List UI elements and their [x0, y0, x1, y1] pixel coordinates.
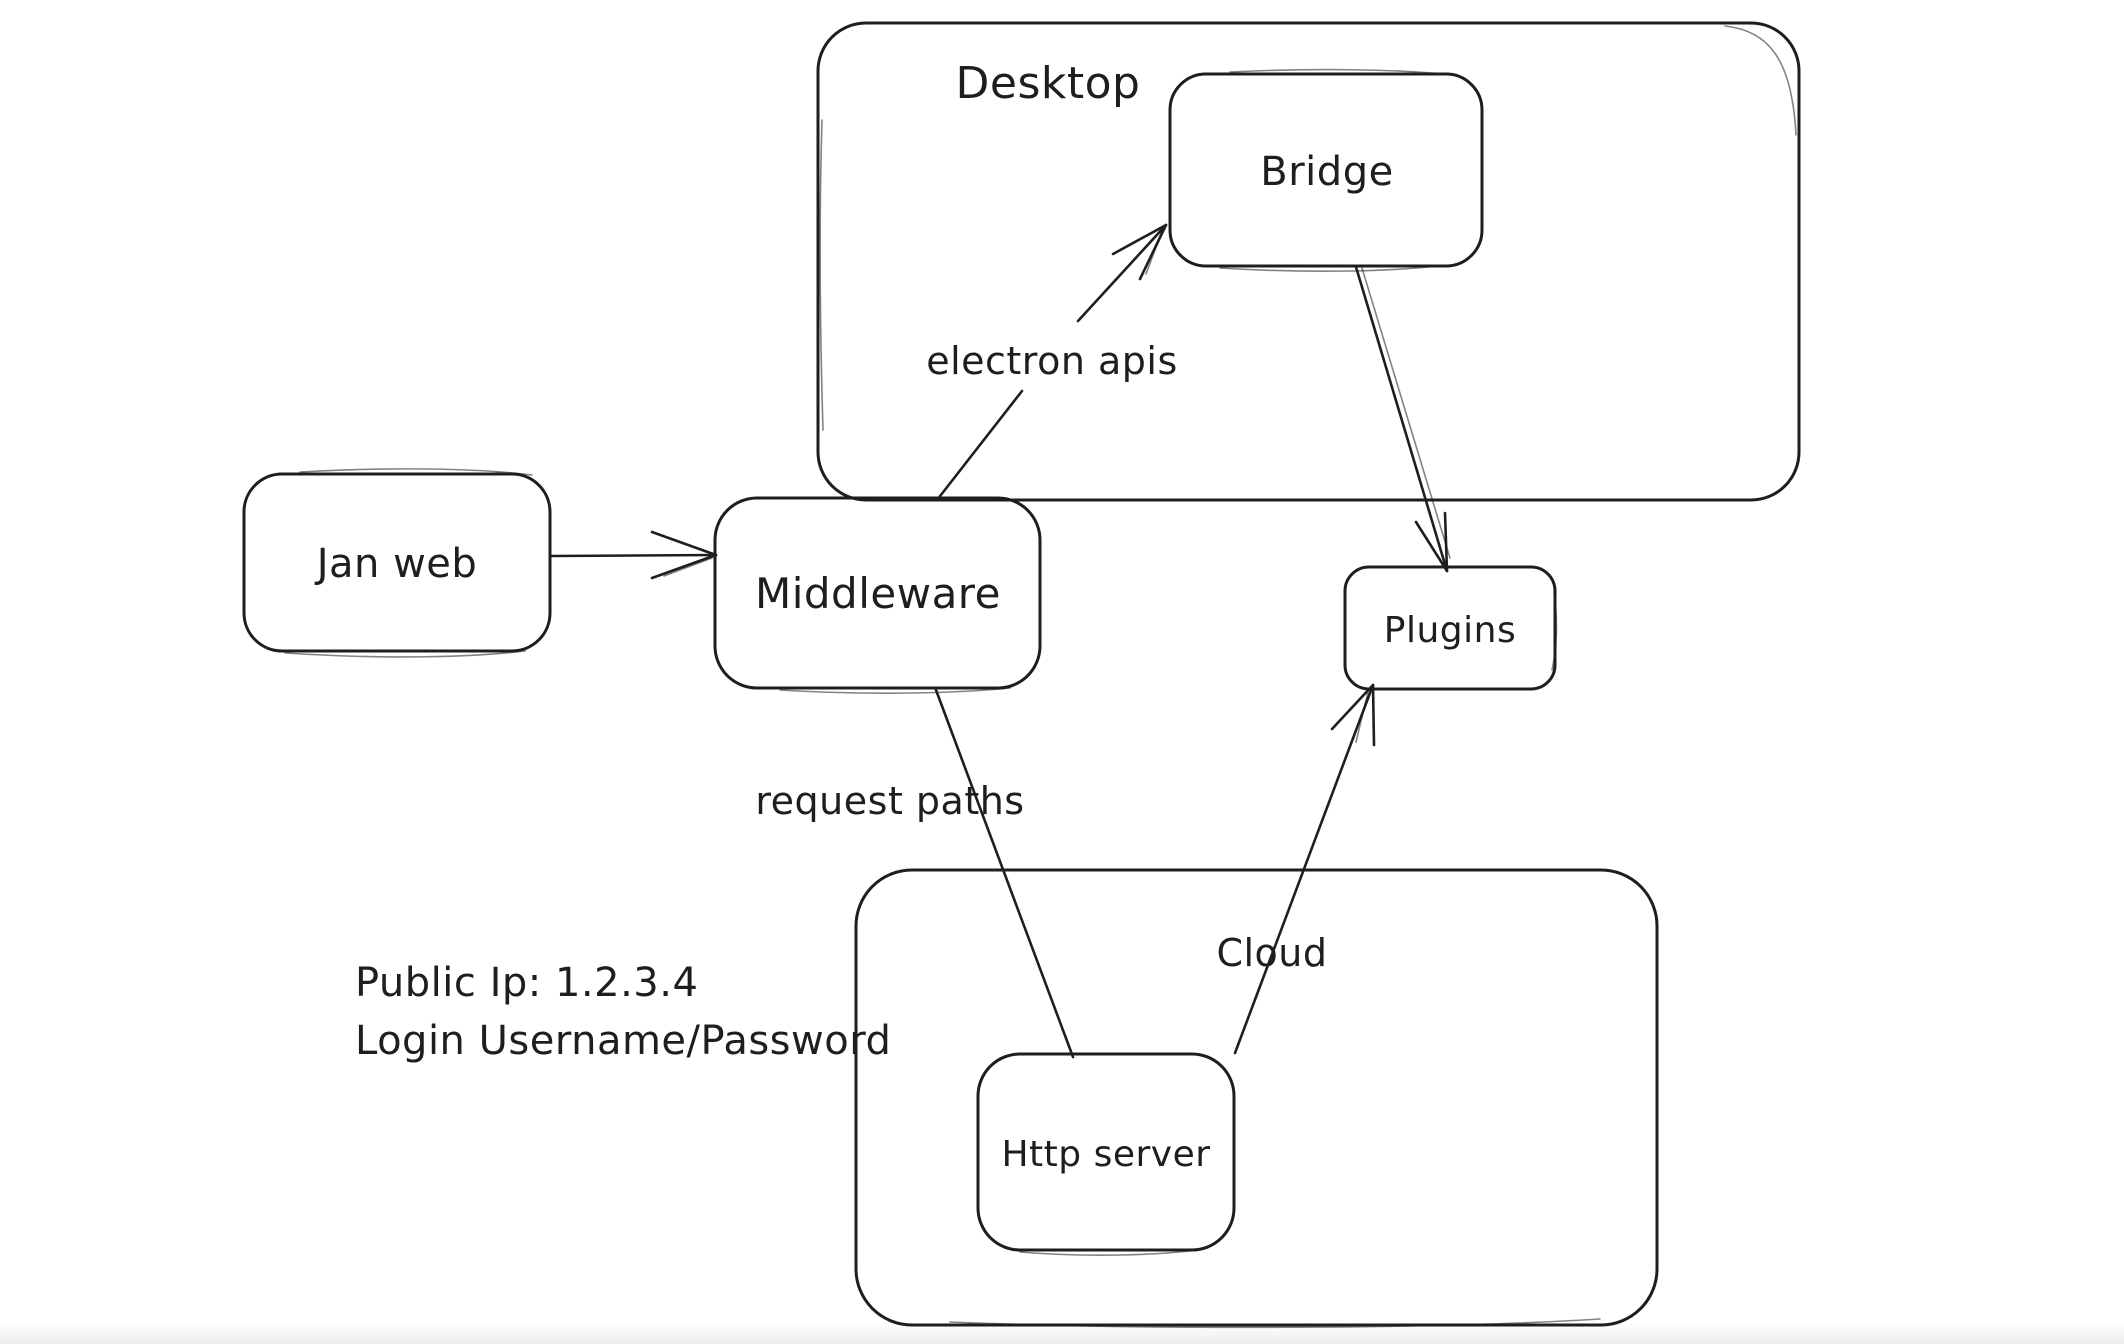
http-server-echo-bottom — [1019, 1249, 1199, 1257]
arrow-bridge-to-plugins[interactable] — [1354, 265, 1451, 573]
jan-web-echo-top — [299, 468, 533, 476]
cloud-container-echo-stroke — [949, 1318, 1601, 1329]
desktop-container-label[interactable]: Desktop — [956, 58, 1141, 109]
bridge-node[interactable]: Bridge — [1168, 68, 1484, 272]
jan-web-echo-bottom — [284, 650, 526, 658]
desktop-container-echo-stroke-left — [819, 119, 824, 431]
plugins-box[interactable] — [1343, 565, 1557, 691]
arrowhead — [650, 530, 718, 580]
credentials-annotation[interactable]: Public Ip: 1.2.3.4 Login Username/Passwo… — [355, 960, 891, 1064]
bridge-echo-top — [1229, 68, 1453, 76]
bridge-echo-bottom — [1219, 265, 1439, 272]
arrow-line-echo — [1361, 267, 1451, 559]
arrowhead-echo — [663, 557, 713, 577]
jan-web-node[interactable]: Jan web — [242, 468, 552, 658]
arrow-line-lower — [935, 389, 1024, 502]
arrowhead — [1414, 511, 1449, 573]
cloud-container-box[interactable] — [854, 868, 1659, 1327]
plugins-label[interactable]: Plugins — [1384, 610, 1516, 651]
arrowhead — [1330, 683, 1376, 747]
bridge-box[interactable] — [1168, 72, 1484, 268]
arrow-line — [1354, 265, 1449, 573]
desktop-container-box[interactable] — [816, 21, 1801, 502]
jan-web-label[interactable]: Jan web — [314, 541, 478, 587]
public-ip-text[interactable]: Public Ip: 1.2.3.4 — [355, 960, 698, 1006]
arrow-line-upper — [1076, 223, 1168, 323]
line-middleware-to-http-server[interactable] — [934, 688, 1075, 1059]
arrow-line — [1233, 683, 1375, 1055]
cloud-container[interactable]: Cloud — [854, 868, 1659, 1329]
middleware-box[interactable] — [713, 496, 1042, 690]
http-server-label[interactable]: Http server — [1001, 1134, 1210, 1175]
login-text[interactable]: Login Username/Password — [355, 1018, 891, 1064]
arrow-middleware-to-bridge[interactable] — [935, 223, 1168, 502]
plugins-echo-right — [1551, 591, 1558, 671]
arrowhead-echo — [1355, 691, 1369, 743]
middleware-node[interactable]: Middleware — [713, 496, 1042, 695]
arrow-line — [934, 688, 1075, 1059]
edge-label-request-paths[interactable]: request paths — [755, 779, 1024, 823]
plugins-node[interactable]: Plugins — [1343, 565, 1558, 691]
desktop-container-echo-stroke — [1724, 25, 1797, 136]
arrow-line — [550, 553, 718, 558]
arrow-janweb-to-middleware[interactable] — [550, 530, 718, 580]
http-server-node[interactable]: Http server — [976, 1052, 1236, 1257]
http-server-box[interactable] — [976, 1052, 1236, 1252]
arrowhead-echo — [1145, 230, 1163, 275]
bridge-label[interactable]: Bridge — [1260, 149, 1393, 195]
middleware-label[interactable]: Middleware — [755, 569, 1001, 618]
edge-label-electron-apis[interactable]: electron apis — [926, 339, 1178, 383]
middleware-echo-bottom — [779, 687, 1011, 695]
arrow-http-server-to-plugins[interactable] — [1233, 683, 1376, 1055]
desktop-container[interactable]: Desktop — [816, 21, 1801, 502]
jan-web-box[interactable] — [242, 472, 552, 653]
